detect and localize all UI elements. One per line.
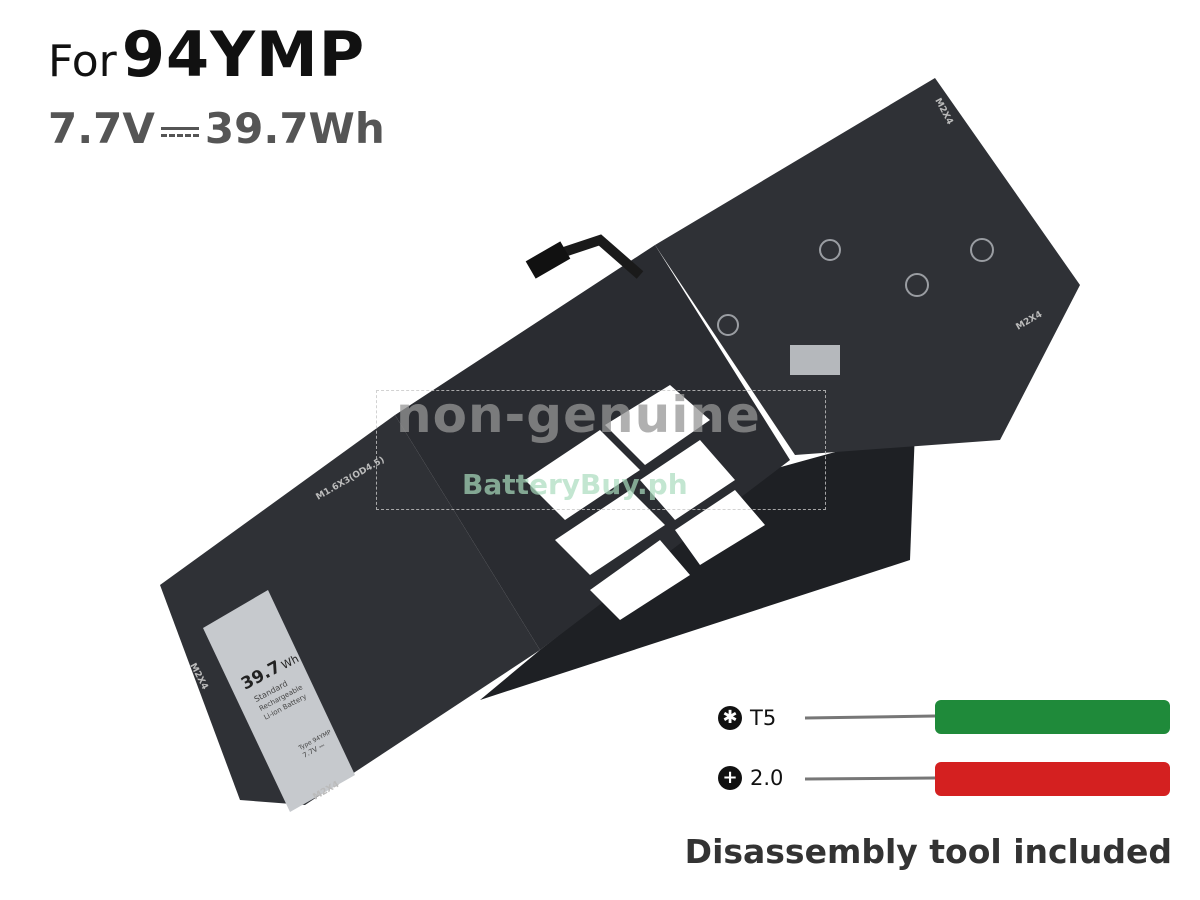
title-prefix: For <box>48 36 117 87</box>
screwdriver-t5 <box>804 700 1170 734</box>
red-handle <box>935 762 1170 796</box>
watermark-text: non-genuine <box>396 386 761 444</box>
tool-label: 2.0 <box>750 766 784 790</box>
watermark-site: BatteryBuy.ph <box>462 468 688 501</box>
tool-label: T5 <box>750 706 777 730</box>
product-title: For 94YMP <box>48 18 365 91</box>
screwdriver-phillips <box>804 762 1170 796</box>
capacity: 39.7Wh <box>204 104 385 153</box>
torx-icon: ✱ <box>718 706 742 730</box>
phillips-icon: + <box>718 766 742 790</box>
tool-t5: ✱ T5 <box>718 706 776 730</box>
battery-right-cell <box>655 78 1080 455</box>
frame-cutouts <box>525 385 765 620</box>
model-number: 94YMP <box>121 18 366 91</box>
tool-phillips: + 2.0 <box>718 766 783 790</box>
battery-base <box>480 430 915 700</box>
green-handle <box>935 700 1170 734</box>
battery-label <box>203 590 355 812</box>
footer-caption: Disassembly tool included <box>684 832 1172 871</box>
voltage: 7.7V <box>48 104 155 153</box>
certification-marks <box>717 238 994 375</box>
watermark-box <box>376 390 826 510</box>
dc-current-icon <box>160 125 199 139</box>
spec-line: 7.7V 39.7Wh <box>48 104 385 153</box>
